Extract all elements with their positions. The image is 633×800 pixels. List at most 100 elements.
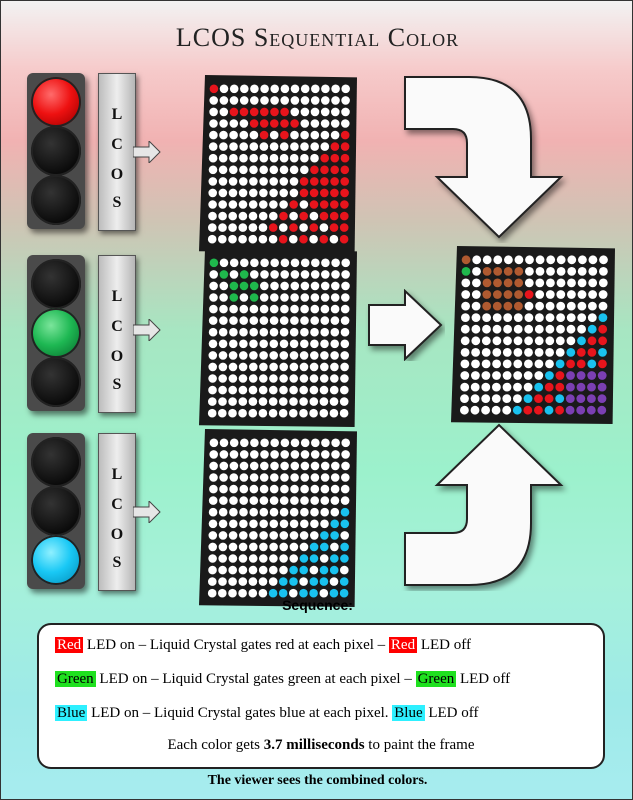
pixel-dot bbox=[300, 281, 310, 291]
pixel-dot bbox=[228, 200, 238, 209]
pixel-dot bbox=[513, 359, 523, 369]
pixel-dot bbox=[248, 211, 258, 221]
pixel-dot bbox=[239, 507, 248, 517]
pixel-dot bbox=[310, 130, 320, 140]
pixel-dot bbox=[299, 223, 308, 232]
pixel-dot bbox=[525, 255, 534, 265]
pixel-dot bbox=[471, 324, 481, 334]
pixel-dot bbox=[300, 473, 310, 482]
pixel-dot bbox=[219, 96, 229, 105]
pixel-dot bbox=[598, 301, 608, 311]
green-highlight: Green bbox=[415, 671, 457, 687]
pixel-dot bbox=[597, 394, 607, 403]
pixel-dot bbox=[504, 255, 513, 265]
pixel-dot bbox=[270, 281, 279, 291]
pixel-dot bbox=[228, 542, 238, 552]
pixel-dot bbox=[502, 382, 512, 392]
pixel-dot bbox=[321, 438, 330, 448]
pixel-dot bbox=[310, 507, 319, 517]
pixel-dot bbox=[290, 142, 299, 151]
pixel-dot bbox=[330, 554, 339, 563]
pixel-dot bbox=[219, 496, 228, 505]
pixel-dot bbox=[228, 577, 237, 586]
pixel-dot bbox=[299, 542, 309, 552]
pixel-dot bbox=[279, 188, 288, 198]
pixel-dot bbox=[330, 130, 340, 140]
pixel-dot bbox=[319, 234, 329, 244]
pixel-dot bbox=[208, 327, 218, 337]
pixel-dot bbox=[249, 519, 258, 529]
timing-text: Each color gets bbox=[167, 737, 264, 753]
pixel-dot bbox=[492, 348, 502, 357]
pixel-dot bbox=[208, 362, 217, 372]
small-arrow-icon bbox=[133, 141, 161, 163]
pixel-dot bbox=[239, 461, 249, 471]
pixel-dot bbox=[250, 270, 259, 279]
pixel-dot bbox=[340, 374, 349, 383]
pixel-dot bbox=[587, 382, 596, 392]
pixel-dot bbox=[331, 438, 340, 448]
pixel-dot bbox=[320, 107, 330, 117]
pixel-dot bbox=[545, 371, 554, 380]
pixel-dot bbox=[319, 385, 329, 395]
pixel-dot bbox=[219, 270, 229, 279]
pixel-dot bbox=[534, 348, 544, 357]
pixel-dot bbox=[545, 313, 555, 322]
pixel-dot bbox=[279, 316, 289, 325]
pixel-dot bbox=[239, 304, 249, 314]
pixel-dot bbox=[310, 281, 320, 291]
pixel-dot bbox=[290, 258, 300, 268]
pixel-dot bbox=[523, 405, 533, 415]
pixel-dot bbox=[249, 304, 259, 314]
pixel-dot bbox=[340, 304, 350, 314]
pixel-dot bbox=[556, 267, 566, 276]
pixel-dot bbox=[471, 371, 480, 380]
pixel-dot bbox=[229, 258, 239, 268]
pixel-dot bbox=[279, 554, 288, 563]
pixel-dot bbox=[299, 588, 308, 598]
pixel-dot bbox=[289, 385, 298, 395]
pixel-dot bbox=[278, 408, 288, 418]
pixel-dot bbox=[279, 177, 289, 186]
pixel-dot bbox=[219, 258, 229, 268]
pixel-dot bbox=[279, 142, 289, 151]
lcos-label-block: L C O S bbox=[98, 255, 136, 413]
pixel-dot bbox=[513, 336, 523, 346]
pixel-dot bbox=[566, 313, 576, 322]
pixel-dot bbox=[250, 450, 259, 459]
pixel-dot bbox=[260, 461, 269, 471]
pixel-dot bbox=[330, 188, 339, 198]
pixel-dot bbox=[514, 290, 523, 299]
pixel-dot bbox=[270, 107, 279, 117]
pixel-dot bbox=[208, 496, 218, 505]
pixel-dot bbox=[310, 96, 320, 105]
panel-background bbox=[199, 249, 357, 427]
pixel-dot bbox=[598, 336, 607, 346]
pixel-dot bbox=[260, 438, 269, 448]
pixel-dot bbox=[493, 255, 503, 265]
pixel-dot bbox=[566, 324, 576, 334]
pixel-dot bbox=[280, 304, 289, 314]
pixel-dot bbox=[535, 255, 545, 265]
pixel-dot bbox=[341, 96, 350, 105]
pixel-dot bbox=[300, 519, 309, 529]
pixel-dot bbox=[218, 327, 228, 337]
curved-arrow-down-icon bbox=[404, 76, 564, 239]
pixel-dot bbox=[310, 339, 319, 349]
pixel-dot bbox=[514, 278, 524, 288]
pixel-dot bbox=[319, 200, 329, 209]
pixel-dot bbox=[341, 84, 350, 94]
pixel-dot bbox=[556, 313, 565, 322]
pixel-dot bbox=[309, 385, 319, 395]
pixel-dot bbox=[546, 267, 555, 276]
pixel-dot bbox=[250, 258, 259, 268]
pixel-dot bbox=[320, 316, 330, 325]
pixel-dot bbox=[310, 293, 320, 302]
pixel-dot bbox=[598, 278, 608, 288]
pixel-dot bbox=[279, 507, 289, 517]
pixel-dot bbox=[524, 290, 534, 299]
pixel-dot bbox=[310, 119, 320, 128]
pixel-dot bbox=[513, 324, 523, 334]
pixel-dot bbox=[219, 316, 228, 325]
pixel-dot bbox=[567, 267, 577, 276]
